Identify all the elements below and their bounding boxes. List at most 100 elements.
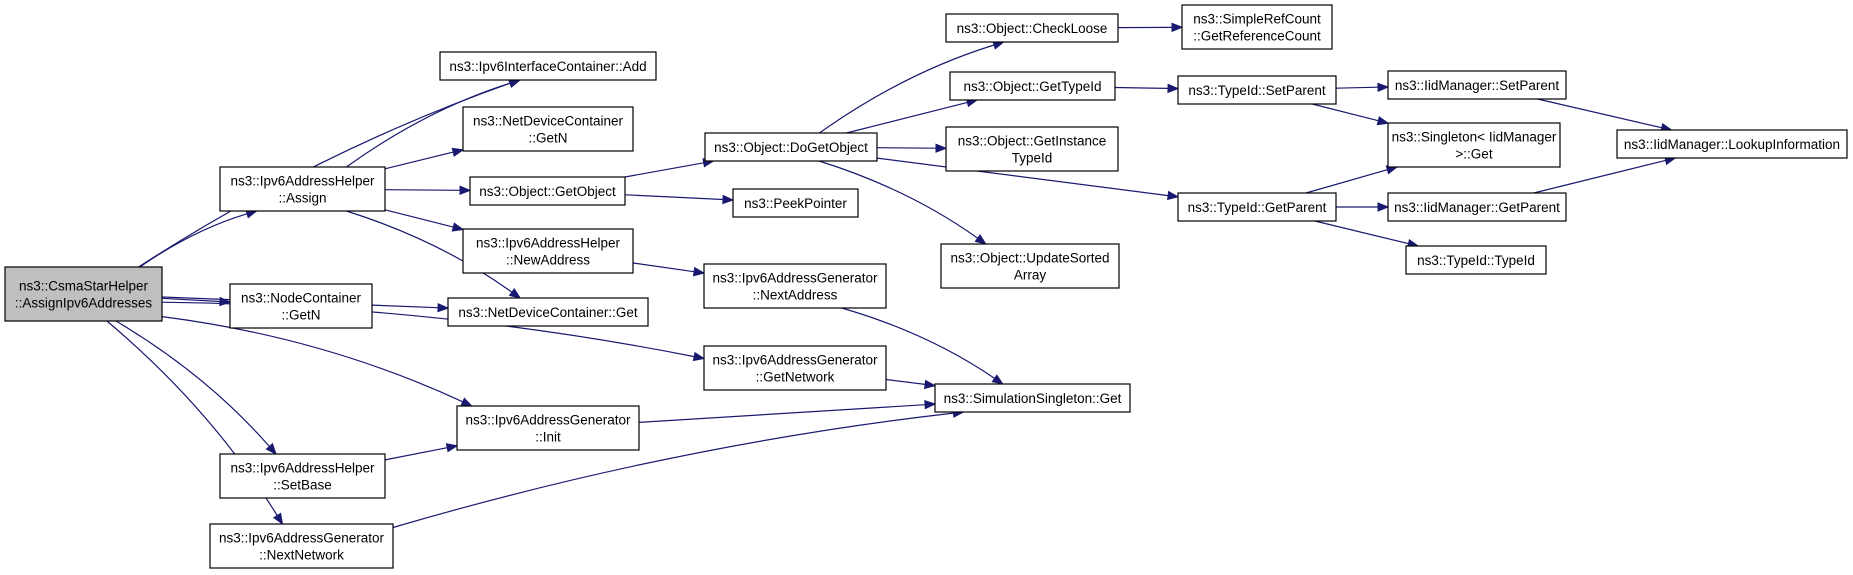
edge-line: [1314, 220, 1409, 245]
node-label-line: ::NextAddress: [753, 288, 838, 303]
edge-arrowhead: [974, 234, 987, 245]
node-box: [1387, 122, 1561, 168]
node-label-line: ::NextNetwork: [259, 548, 344, 563]
node-label-line: ::GetReferenceCount: [1193, 29, 1321, 44]
node-label-line: ns3::NetDeviceContainer::Get: [458, 305, 638, 320]
edge-line: [1305, 169, 1388, 194]
nodes-layer: ns3::CsmaStarHelper::AssignIpv6Addresses…: [4, 4, 1848, 569]
edge-line: [624, 162, 704, 178]
edge-line: [1537, 98, 1662, 129]
node-helper_setbase[interactable]: ns3::Ipv6AddressHelper::SetBase: [219, 453, 386, 499]
edge-typeid_getparent-to-iidmgr_getparent: [1335, 202, 1390, 212]
node-box: [1387, 70, 1567, 100]
edge-line: [819, 44, 995, 134]
node-singleton_get[interactable]: ns3::Singleton< IidManager >::Get: [1387, 122, 1561, 168]
edge-gen_getnet-to-sim_singleton_get: [885, 378, 937, 390]
edge-line: [876, 147, 937, 149]
node-label-line: ns3::Ipv6AddressHelper: [230, 174, 375, 189]
node-box: [945, 126, 1119, 172]
node-label-line: ns3::NodeContainer: [241, 291, 362, 306]
edge-line: [846, 101, 968, 134]
node-helper_newaddr[interactable]: ns3::Ipv6AddressHelper::NewAddress: [462, 228, 634, 274]
edge-obj_checkloose-to-simplerefcount: [1117, 22, 1184, 33]
node-box: [1387, 192, 1567, 222]
edge-line: [818, 160, 979, 239]
node-iidmgr_setparent[interactable]: ns3::IidManager::SetParent: [1387, 70, 1567, 100]
node-helper_assign[interactable]: ns3::Ipv6AddressHelper::Assign: [219, 166, 386, 212]
node-ndc_getn[interactable]: ns3::NetDeviceContainer::GetN: [462, 106, 634, 152]
node-label-line: ns3::Object::GetInstance: [958, 134, 1107, 149]
node-label-line: ns3::Ipv6InterfaceContainer::Add: [449, 59, 646, 74]
edge-arrowhead: [1377, 82, 1390, 92]
node-obj_checkloose[interactable]: ns3::Object::CheckLoose: [945, 13, 1119, 43]
node-sim_singleton_get[interactable]: ns3::SimulationSingleton::Get: [934, 383, 1131, 413]
edge-line: [1312, 103, 1379, 122]
node-label-line: ns3::TypeId::TypeId: [1417, 253, 1535, 268]
node-typeid_getparent[interactable]: ns3::TypeId::GetParent: [1177, 192, 1337, 222]
edge-obj_dogetobject-to-typeid_getparent: [876, 157, 1180, 201]
edge-arrowhead: [1167, 190, 1180, 201]
node-label-line: ns3::Object::UpdateSorted: [950, 251, 1109, 266]
node-label-line: ::GetN: [528, 131, 567, 146]
edge-line: [346, 210, 513, 293]
node-nc_getn[interactable]: ns3::NodeContainer::GetN: [229, 283, 373, 329]
node-box: [219, 166, 386, 212]
edge-arrowhead: [924, 379, 937, 390]
edge-line: [139, 213, 248, 268]
node-iidmgr_getparent[interactable]: ns3::IidManager::GetParent: [1387, 192, 1567, 222]
node-csma_assign[interactable]: ns3::CsmaStarHelper::AssignIpv6Addresses: [4, 266, 163, 322]
node-label-line: ::Assign: [278, 191, 326, 206]
node-label-line: Array: [1014, 268, 1047, 283]
edge-gen_init-to-sim_singleton_get: [638, 399, 937, 423]
node-box: [456, 405, 640, 451]
node-obj_getobject[interactable]: ns3::Object::GetObject: [469, 176, 626, 206]
edge-typeid_getparent-to-typeid_typeid: [1314, 220, 1420, 249]
node-label-line: ns3::PeekPointer: [744, 196, 847, 211]
node-label-line: ::GetN: [281, 308, 320, 323]
node-box: [732, 188, 859, 218]
edge-line: [885, 378, 926, 385]
edge-line: [115, 320, 270, 447]
node-label-line: ns3::IidManager::LookupInformation: [1624, 137, 1840, 152]
node-iidmgr_lookup[interactable]: ns3::IidManager::LookupInformation: [1616, 129, 1848, 159]
edge-line: [841, 307, 995, 379]
node-label-line: ns3::Ipv6AddressHelper: [230, 461, 375, 476]
node-ndc_get[interactable]: ns3::NetDeviceContainer::Get: [447, 297, 649, 327]
node-obj_dogetobject[interactable]: ns3::Object::DoGetObject: [704, 132, 878, 162]
node-gen_getnet[interactable]: ns3::Ipv6AddressGenerator::GetNetwork: [703, 345, 887, 391]
node-box: [1177, 192, 1337, 222]
edge-obj_gettypeid-to-typeid_setparent: [1114, 83, 1180, 94]
node-box: [1177, 75, 1337, 105]
node-box: [945, 13, 1119, 43]
edge-arrowhead: [1376, 116, 1390, 126]
node-box: [219, 453, 386, 499]
edge-obj_dogetobject-to-obj_updatesorted: [818, 160, 987, 245]
edge-helper_assign-to-helper_newaddr: [384, 209, 465, 232]
node-obj_gettypeid[interactable]: ns3::Object::GetTypeId: [949, 71, 1116, 101]
edge-csma_assign-to-gen_init: [161, 316, 473, 407]
node-label-line: TypeId: [1012, 151, 1053, 166]
node-gen_init[interactable]: ns3::Ipv6AddressGenerator::Init: [456, 405, 640, 451]
edge-arrowhead: [722, 194, 735, 205]
node-label-line: ::SetBase: [273, 478, 332, 493]
edge-line: [384, 189, 461, 191]
edge-typeid_setparent-to-singleton_get: [1312, 103, 1390, 126]
node-peekpointer[interactable]: ns3::PeekPointer: [732, 188, 859, 218]
edge-helper_assign-to-ndc_get: [346, 210, 522, 299]
node-gen_nextaddr[interactable]: ns3::Ipv6AddressGenerator::NextAddress: [703, 263, 887, 309]
edge-arrowhead: [1171, 22, 1184, 33]
edge-helper_newaddr-to-gen_nextaddr: [632, 262, 706, 277]
node-typeid_typeid[interactable]: ns3::TypeId::TypeId: [1405, 245, 1547, 275]
edge-arrowhead: [272, 512, 284, 526]
node-label-line: ::AssignIpv6Addresses: [15, 296, 153, 311]
node-ifc_add[interactable]: ns3::Ipv6InterfaceContainer::Add: [439, 51, 657, 81]
node-label-line: ns3::SimulationSingleton::Get: [944, 391, 1122, 406]
node-simplerefcount[interactable]: ns3::SimpleRefCount::GetReferenceCount: [1181, 4, 1333, 50]
edge-arrowhead: [1377, 202, 1390, 212]
node-gen_nextnet[interactable]: ns3::Ipv6AddressGenerator::NextNetwork: [209, 523, 394, 569]
edge-line: [384, 209, 454, 228]
node-typeid_setparent[interactable]: ns3::TypeId::SetParent: [1177, 75, 1337, 105]
edge-arrowhead: [451, 222, 465, 232]
